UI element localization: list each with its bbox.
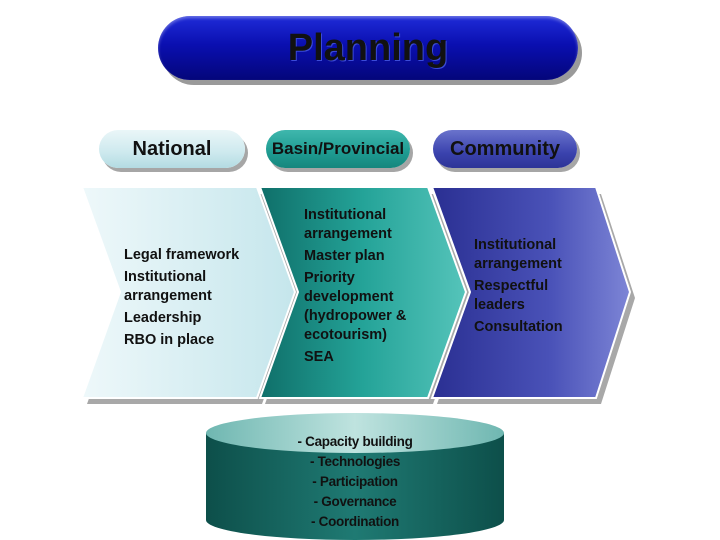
diagram-title: Planning bbox=[287, 26, 449, 69]
column-national: Legal framework Institutional arrangemen… bbox=[124, 246, 274, 353]
level-national-label: National bbox=[132, 137, 212, 160]
national-item: Leadership bbox=[124, 310, 202, 326]
chevron-national bbox=[80, 186, 297, 399]
foundation-list: - Capacity building - Technologies - Par… bbox=[206, 432, 504, 532]
basin-item: SEA bbox=[304, 349, 334, 365]
basin-item: Institutional arrangement bbox=[304, 207, 392, 242]
chevron-basin bbox=[258, 186, 468, 399]
level-community-pill: Community bbox=[433, 130, 577, 168]
basin-item: Master plan bbox=[304, 248, 385, 264]
foundation-item: - Coordination bbox=[310, 514, 400, 529]
level-national-pill: National bbox=[99, 130, 245, 168]
chevron-community bbox=[430, 186, 632, 399]
basin-item: Priority development (hydropower & ecoto… bbox=[304, 270, 407, 343]
foundation-item: - Participation bbox=[312, 474, 398, 489]
level-community-label: Community bbox=[450, 137, 560, 160]
level-basin-pill: Basin/Provincial bbox=[266, 130, 410, 168]
community-item: Respectful leaders bbox=[474, 278, 549, 313]
national-item: RBO in place bbox=[124, 332, 215, 348]
foundation-item: - Technologies bbox=[309, 454, 401, 469]
national-item: Institutional arrangement bbox=[124, 269, 212, 304]
national-item: Legal framework bbox=[124, 247, 240, 263]
community-item: Institutional arrangement bbox=[474, 237, 562, 272]
column-basin: Institutional arrangement Master plan Pr… bbox=[304, 206, 434, 370]
foundation-item: - Governance bbox=[313, 494, 397, 509]
column-community: Institutional arrangement Respectful lea… bbox=[474, 236, 594, 340]
title-banner: Planning bbox=[158, 16, 578, 80]
foundation-item: - Capacity building bbox=[297, 434, 413, 449]
level-basin-label: Basin/Provincial bbox=[271, 139, 405, 158]
community-item: Consultation bbox=[474, 319, 563, 335]
foundation-cylinder bbox=[206, 413, 504, 540]
